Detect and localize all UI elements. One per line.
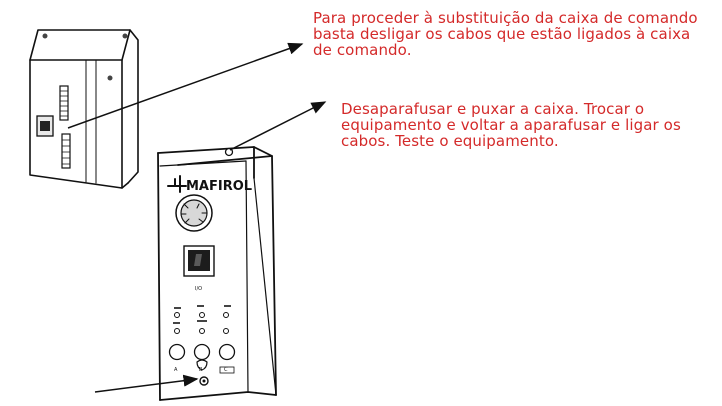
power-switch: I/O bbox=[183, 245, 215, 292]
mafirol-logo: MAFIROL bbox=[167, 175, 252, 194]
note-line: equipamento e voltar a aparafusar e liga… bbox=[341, 116, 681, 134]
lamp-label: C bbox=[224, 367, 228, 373]
connector-socket bbox=[36, 115, 54, 137]
indicator-row bbox=[173, 305, 231, 334]
note-line: Desaparafusar e puxar a caixa. Trocar o bbox=[341, 100, 645, 118]
instruction-note-disconnect-cables: Para proceder à substituição da caixa de… bbox=[313, 10, 698, 58]
instruction-note-unscrew-box: Desaparafusar e puxar a caixa. Trocar o … bbox=[341, 101, 681, 149]
note-line: basta desligar os cabos que estão ligado… bbox=[313, 25, 691, 43]
note-line: cabos. Teste o equipamento. bbox=[341, 132, 559, 150]
pilot-lamp-icon bbox=[193, 343, 211, 361]
power-switch-label: I/O bbox=[195, 286, 202, 292]
lamp-label: A bbox=[174, 367, 178, 373]
brand-label: MAFIROL bbox=[186, 179, 252, 194]
arrow-to-note-2 bbox=[229, 101, 327, 151]
arrow-to-note-1 bbox=[67, 42, 304, 129]
terminal-strip-upper bbox=[59, 85, 69, 121]
pilot-lamps: A B C bbox=[168, 343, 236, 374]
note-line: Para proceder à substituição da caixa de… bbox=[313, 9, 698, 27]
note-line: de comando. bbox=[313, 41, 412, 59]
pilot-lamp-icon bbox=[218, 343, 236, 361]
control-box-front-view: MAFIROL I/O bbox=[157, 146, 277, 401]
arrow-to-bottom-screw bbox=[94, 374, 199, 393]
terminal-strip-lower bbox=[61, 133, 71, 169]
control-box-back-view bbox=[29, 29, 139, 189]
pilot-lamp-icon bbox=[168, 343, 186, 361]
thermostat-knob-icon bbox=[175, 194, 213, 232]
